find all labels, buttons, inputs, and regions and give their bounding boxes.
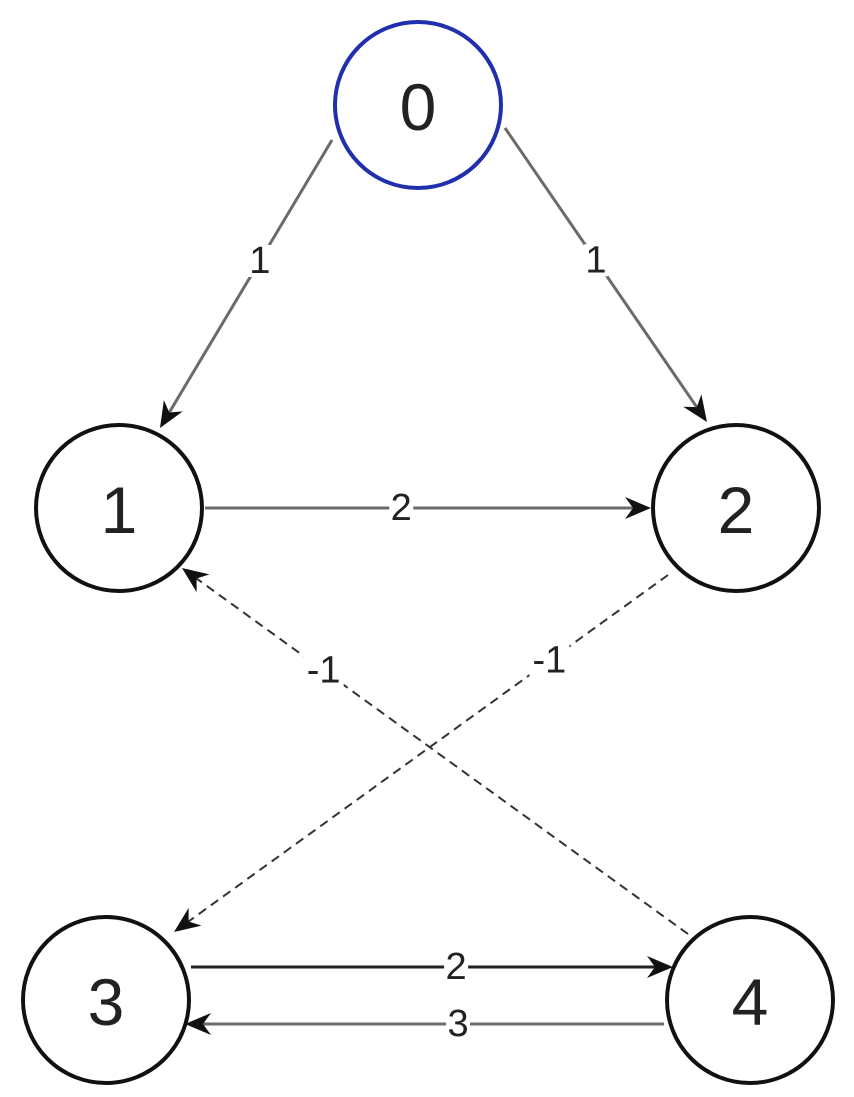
edge-4-to-1-line: [195, 577, 689, 935]
edge-2-to-3-line: [188, 574, 669, 923]
node-4-label: 4: [732, 965, 769, 1039]
nodes-layer: 0 1 2 3 4: [21, 20, 835, 1085]
node-4: 4: [665, 915, 835, 1085]
edge-1-to-2: 2: [205, 487, 651, 529]
edge-1-to-2-label-background: [389, 492, 414, 524]
node-1: 1: [34, 423, 204, 593]
node-2-label: 2: [718, 473, 755, 547]
node-1-label: 1: [101, 473, 138, 547]
edge-3-to-4-weight-label: 2: [446, 946, 467, 988]
edge-0-to-1-label-background: [247, 244, 272, 277]
edge-3-to-4: 2: [191, 946, 673, 988]
node-2-circle: [651, 423, 821, 593]
edge-2-to-3-weight-label: -1: [533, 640, 567, 682]
edge-4-to-3-label-background: [446, 1008, 471, 1040]
edge-0-to-2-weight-label: 1: [585, 239, 606, 281]
edge-2-to-3-label-background: [529, 644, 570, 677]
edge-2-to-3-arrowhead: [174, 907, 202, 932]
edge-4-to-3-weight-label: 3: [447, 1003, 468, 1045]
node-3: 3: [21, 915, 191, 1085]
node-0-label: 0: [400, 70, 437, 144]
node-3-circle: [21, 915, 191, 1085]
edge-1-to-2-weight-label: 2: [391, 487, 412, 529]
node-2: 2: [651, 423, 821, 593]
edge-2-to-3: -1: [174, 574, 669, 932]
edge-3-to-4-arrowhead: [647, 956, 673, 978]
node-1-circle: [34, 423, 204, 593]
edge-4-to-1-arrowhead: [182, 568, 210, 593]
edge-0-to-1-weight-label: 1: [249, 240, 270, 282]
node-4-circle: [665, 915, 835, 1085]
edges-layer: 1 1 2 -1 -1 2 3: [160, 127, 707, 1045]
node-0-circle: [333, 20, 503, 190]
edge-4-to-3: 3: [185, 1003, 664, 1045]
node-3-label: 3: [88, 965, 125, 1039]
edge-0-to-2: 1: [503, 127, 707, 422]
edge-4-to-1-label-background: [303, 654, 344, 687]
edge-0-to-1-arrowhead: [160, 400, 183, 428]
edge-4-to-1-weight-label: -1: [307, 649, 341, 691]
edge-0-to-1: 1: [160, 139, 334, 428]
edge-0-to-2-label-background: [583, 244, 608, 277]
edge-4-to-1: -1: [182, 568, 689, 935]
edge-4-to-3-arrowhead: [185, 1013, 211, 1035]
edge-0-to-2-arrowhead: [683, 394, 707, 422]
edge-1-to-2-arrowhead: [625, 497, 651, 519]
node-0: 0: [333, 20, 503, 190]
edge-3-to-4-label-background: [444, 951, 469, 983]
